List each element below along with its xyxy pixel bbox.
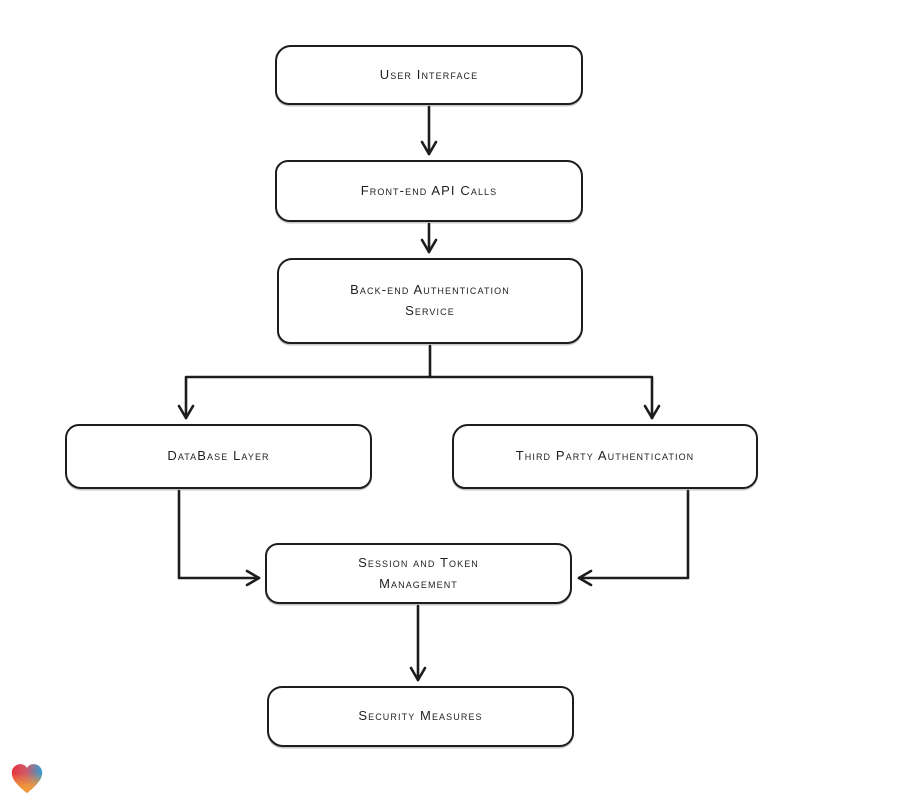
node-label: Front-end API Calls: [360, 182, 498, 198]
node-user-interface[interactable]: User Interface: [275, 45, 583, 105]
node-label: Security Measures: [358, 708, 483, 724]
node-label: Third Party Authentication: [515, 448, 695, 464]
node-label: DataBase Layer: [167, 448, 270, 464]
node-label: Back-end Authentication Service: [350, 282, 510, 318]
node-front-end-api-calls[interactable]: Front-end API Calls: [275, 160, 583, 222]
node-back-end-authentication-service[interactable]: Back-end Authentication Service: [277, 258, 583, 344]
node-label: Session and Token Management: [358, 554, 479, 591]
node-third-party-authentication[interactable]: Third Party Authentication: [452, 424, 758, 489]
edge-backend-to-thirdparty: [428, 375, 661, 420]
node-database-layer[interactable]: DataBase Layer: [65, 424, 372, 489]
heart-logo-icon[interactable]: [9, 761, 45, 797]
edge-thirdparty-to-session: [577, 489, 690, 587]
node-session-and-token-management[interactable]: Session and Token Management: [265, 543, 572, 604]
node-security-measures[interactable]: Security Measures: [267, 686, 574, 747]
edge-database-to-session: [177, 489, 261, 587]
edge-backend-to-database: [177, 344, 432, 420]
node-label: User Interface: [379, 66, 479, 82]
